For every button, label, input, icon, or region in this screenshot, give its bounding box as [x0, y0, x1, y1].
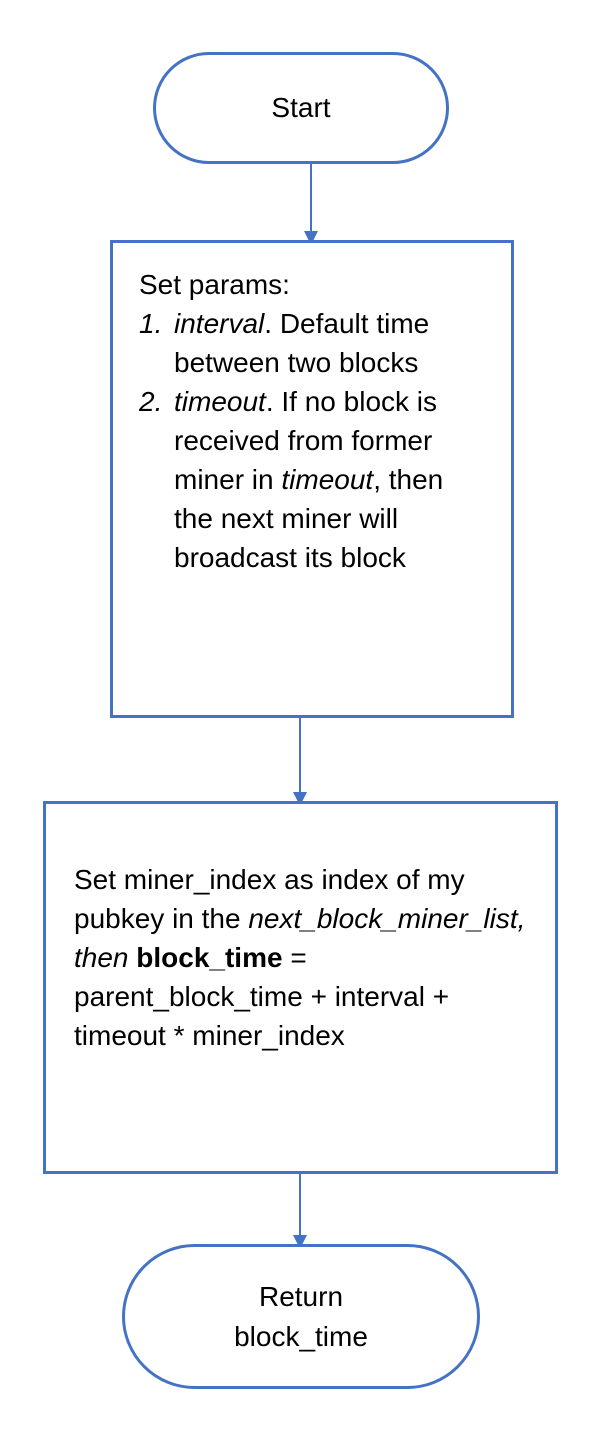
- param-timeout-term: timeout: [174, 386, 266, 417]
- params-title: Set params:: [139, 269, 290, 300]
- return-label: Return block_time: [234, 1277, 368, 1357]
- param-interval-term: interval: [174, 308, 265, 339]
- param-timeout-description-start: . If no block is received from former mi…: [174, 386, 438, 495]
- start-label: Start: [271, 92, 331, 123]
- params-list: 1. interval. Default time between two bl…: [139, 304, 487, 577]
- param-timeout-description-end: , then the next miner will broadcast its…: [174, 464, 444, 573]
- return-node: Return block_time: [122, 1244, 480, 1389]
- return-label-line-1: Return: [258, 1280, 344, 1312]
- param-interval-description: . Default time between two blocks: [174, 308, 430, 378]
- block-time-formula: parent_block_time + interval + timeout *…: [74, 981, 450, 1051]
- start-node: Start: [153, 52, 449, 164]
- block-time-description: Set miner_index as index of my pubkey in…: [74, 860, 531, 1055]
- calculate-block-time-node: Set miner_index as index of my pubkey in…: [43, 801, 558, 1174]
- next-block-miner-list-text: next_block_miner_list, then: [74, 903, 526, 973]
- block-time-equals: =: [282, 942, 307, 973]
- param-timeout-term-inline: timeout: [281, 464, 374, 495]
- return-label-line-2: block_time: [234, 1320, 368, 1352]
- block-time-term: block_time: [136, 942, 283, 973]
- set-params-node: Set params: 1. interval. Default time be…: [110, 240, 514, 718]
- param-interval: 1. interval. Default time between two bl…: [139, 304, 487, 382]
- miner-index-text: Set miner_index as index of my pubkey in…: [74, 864, 465, 934]
- param-timeout: 2. timeout. If no block is received from…: [139, 382, 487, 577]
- param-number-2: 2.: [139, 386, 163, 417]
- param-number-1: 1.: [139, 308, 163, 339]
